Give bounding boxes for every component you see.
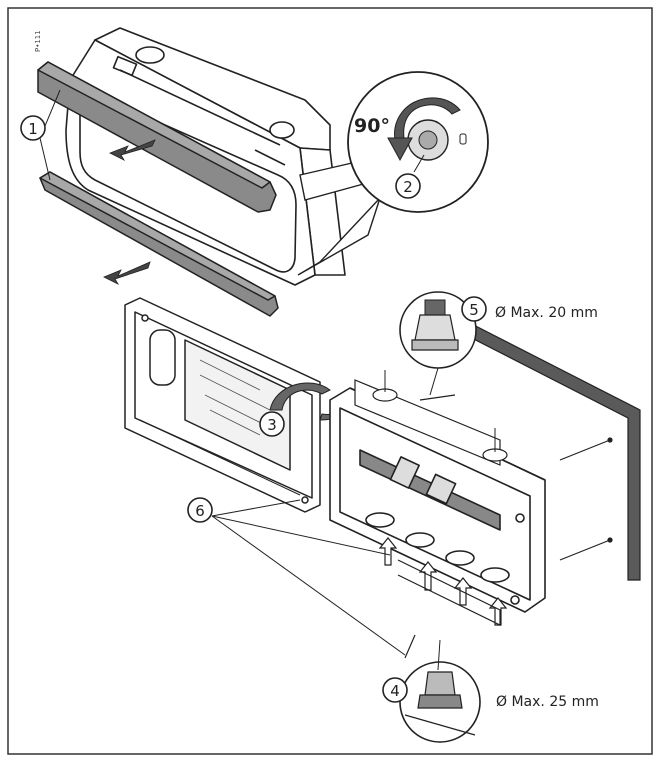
- gland-bottom-spec: Ø Max. 25 mm: [496, 694, 599, 710]
- svg-text:1: 1: [28, 120, 38, 138]
- gland-detail-top: [399, 291, 477, 396]
- svg-text:3: 3: [267, 416, 277, 434]
- insert-arrows: [378, 537, 508, 626]
- top-cable-holes: [354, 370, 508, 466]
- screw-detail-circle: [297, 71, 489, 276]
- svg-text:4: 4: [390, 682, 400, 700]
- svg-text:5: 5: [469, 301, 479, 319]
- cover-strip-upper: [37, 61, 277, 213]
- gland-top-spec: Ø Max. 20 mm: [495, 305, 598, 321]
- callout-1: 1: [20, 115, 46, 141]
- callout-5: 5: [461, 296, 487, 322]
- removal-arrows: [103, 139, 156, 285]
- callout-3: 3: [259, 411, 285, 437]
- side-code: P•111: [34, 30, 42, 52]
- callout-4: 4: [382, 677, 408, 703]
- svg-text:2: 2: [403, 178, 413, 196]
- callout-2: 2: [395, 154, 425, 199]
- wall-screws: [404, 394, 613, 659]
- gland-detail-bottom: [399, 639, 481, 743]
- front-cover-open: [124, 297, 321, 513]
- callout-6: 6: [187, 497, 406, 656]
- figure-frame: [7, 7, 653, 755]
- svg-text:6: 6: [195, 502, 205, 520]
- cover-strip-lower: [39, 171, 279, 317]
- rotation-label: 90°: [354, 115, 390, 137]
